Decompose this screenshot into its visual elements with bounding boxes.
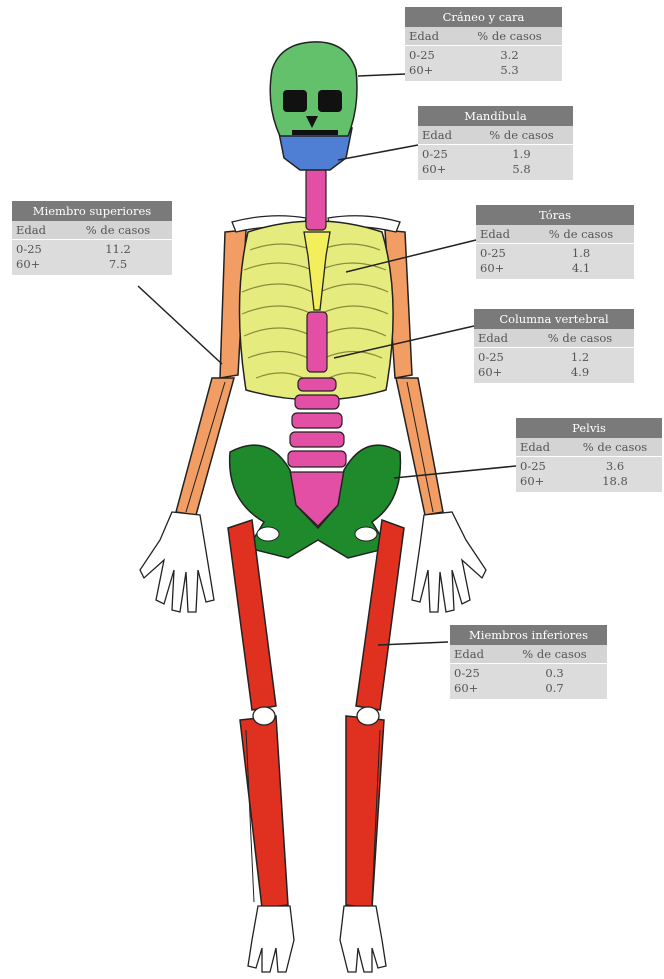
label-header-row: Edad % de casos [450,645,607,664]
label-row: 60+ 0.7 [450,681,607,696]
label-header-row: Edad % de casos [476,225,634,244]
label-row: 0-25 11.2 [12,242,172,257]
pct-header: % de casos [568,438,662,456]
left-hand [140,512,214,612]
label-title: Columna vertebral [474,309,634,329]
age-cell: 0-25 [474,350,526,365]
age-header: Edad [516,438,568,456]
label-row: 0-25 3.6 [516,459,662,474]
label-row: 60+ 5.8 [418,162,573,177]
label-row: 60+ 4.1 [476,261,634,276]
label-row: 60+ 5.3 [405,63,562,78]
left-forearm [176,378,234,515]
label-row: 0-25 3.2 [405,48,562,63]
left-foot [248,906,294,972]
feet [248,906,386,972]
label-mandible: Mandíbula Edad % de casos 0-25 1.9 60+ 5… [418,106,573,180]
pct-cell: 1.9 [470,147,573,162]
age-cell: 60+ [12,257,64,272]
label-header-row: Edad % de casos [474,329,634,348]
pct-cell: 1.8 [528,246,634,261]
age-cell: 60+ [450,681,502,696]
age-cell: 0-25 [516,459,568,474]
age-cell: 0-25 [418,147,470,162]
pct-header: % de casos [528,225,634,243]
pct-cell: 5.8 [470,162,573,177]
label-header-row: Edad % de casos [405,27,562,46]
pct-header: % de casos [64,221,172,239]
label-title: Mandíbula [418,106,573,126]
label-row: 0-25 1.8 [476,246,634,261]
age-header: Edad [405,27,457,45]
pct-cell: 3.2 [457,48,562,63]
pct-header: % de casos [457,27,562,45]
pct-cell: 0.3 [502,666,607,681]
right-patella [357,707,379,725]
pct-cell: 3.6 [568,459,662,474]
label-row: 60+ 7.5 [12,257,172,272]
pct-cell: 4.9 [526,365,634,380]
pct-header: % de casos [526,329,634,347]
right-hand [412,512,486,612]
label-title: Pelvis [516,418,662,438]
label-lower-limbs: Miembros inferiores Edad % de casos 0-25… [450,625,607,699]
age-header: Edad [476,225,528,243]
pct-cell: 5.3 [457,63,562,78]
age-cell: 60+ [474,365,526,380]
pct-cell: 11.2 [64,242,172,257]
label-header-row: Edad % de casos [12,221,172,240]
label-skull: Cráneo y cara Edad % de casos 0-25 3.2 6… [405,7,562,81]
label-title: Tóras [476,205,634,225]
age-header: Edad [12,221,64,239]
label-row: 0-25 0.3 [450,666,607,681]
label-row: 60+ 4.9 [474,365,634,380]
right-foot [340,906,386,972]
pct-cell: 4.1 [528,261,634,276]
label-row: 60+ 18.8 [516,474,662,489]
pct-header: % de casos [502,645,607,663]
thorax [239,221,393,400]
label-title: Miembro superiores [12,201,172,221]
age-cell: 60+ [476,261,528,276]
label-pelvis: Pelvis Edad % de casos 0-25 3.6 60+ 18.8 [516,418,662,492]
label-header-row: Edad % de casos [418,126,573,145]
age-cell: 0-25 [450,666,502,681]
pct-header: % de casos [470,126,573,144]
label-upper-limbs: Miembro superiores Edad % de casos 0-25 … [12,201,172,275]
left-tibia [240,716,288,908]
age-header: Edad [450,645,502,663]
pct-cell: 0.7 [502,681,607,696]
label-title: Cráneo y cara [405,7,562,27]
label-row: 0-25 1.9 [418,147,573,162]
age-cell: 0-25 [476,246,528,261]
pct-cell: 7.5 [64,257,172,272]
label-spine: Columna vertebral Edad % de casos 0-25 1… [474,309,634,383]
age-cell: 60+ [516,474,568,489]
age-header: Edad [474,329,526,347]
age-cell: 0-25 [12,242,64,257]
right-tibia [346,716,384,908]
age-header: Edad [418,126,470,144]
age-cell: 0-25 [405,48,457,63]
age-cell: 60+ [405,63,457,78]
label-title: Miembros inferiores [450,625,607,645]
left-patella [253,707,275,725]
pct-cell: 18.8 [568,474,662,489]
pct-cell: 1.2 [526,350,634,365]
label-row: 0-25 1.2 [474,350,634,365]
age-cell: 60+ [418,162,470,177]
label-header-row: Edad % de casos [516,438,662,457]
label-thorax: Tóras Edad % de casos 0-25 1.8 60+ 4.1 [476,205,634,279]
